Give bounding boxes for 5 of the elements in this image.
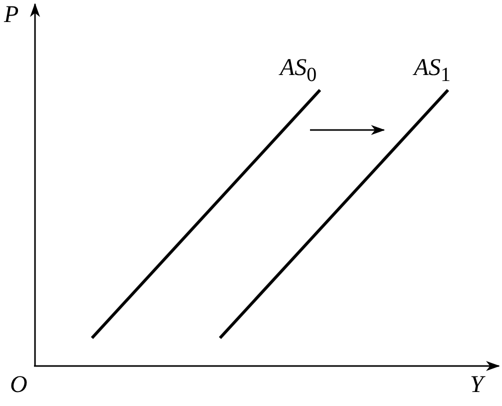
curve-label: AS$_{1}$ [414, 55, 451, 88]
curve-label: AS$_{0}$ [280, 55, 317, 88]
axis-label: P [4, 2, 19, 28]
axis-label: Y [470, 372, 484, 398]
origin-label: O [10, 372, 28, 398]
